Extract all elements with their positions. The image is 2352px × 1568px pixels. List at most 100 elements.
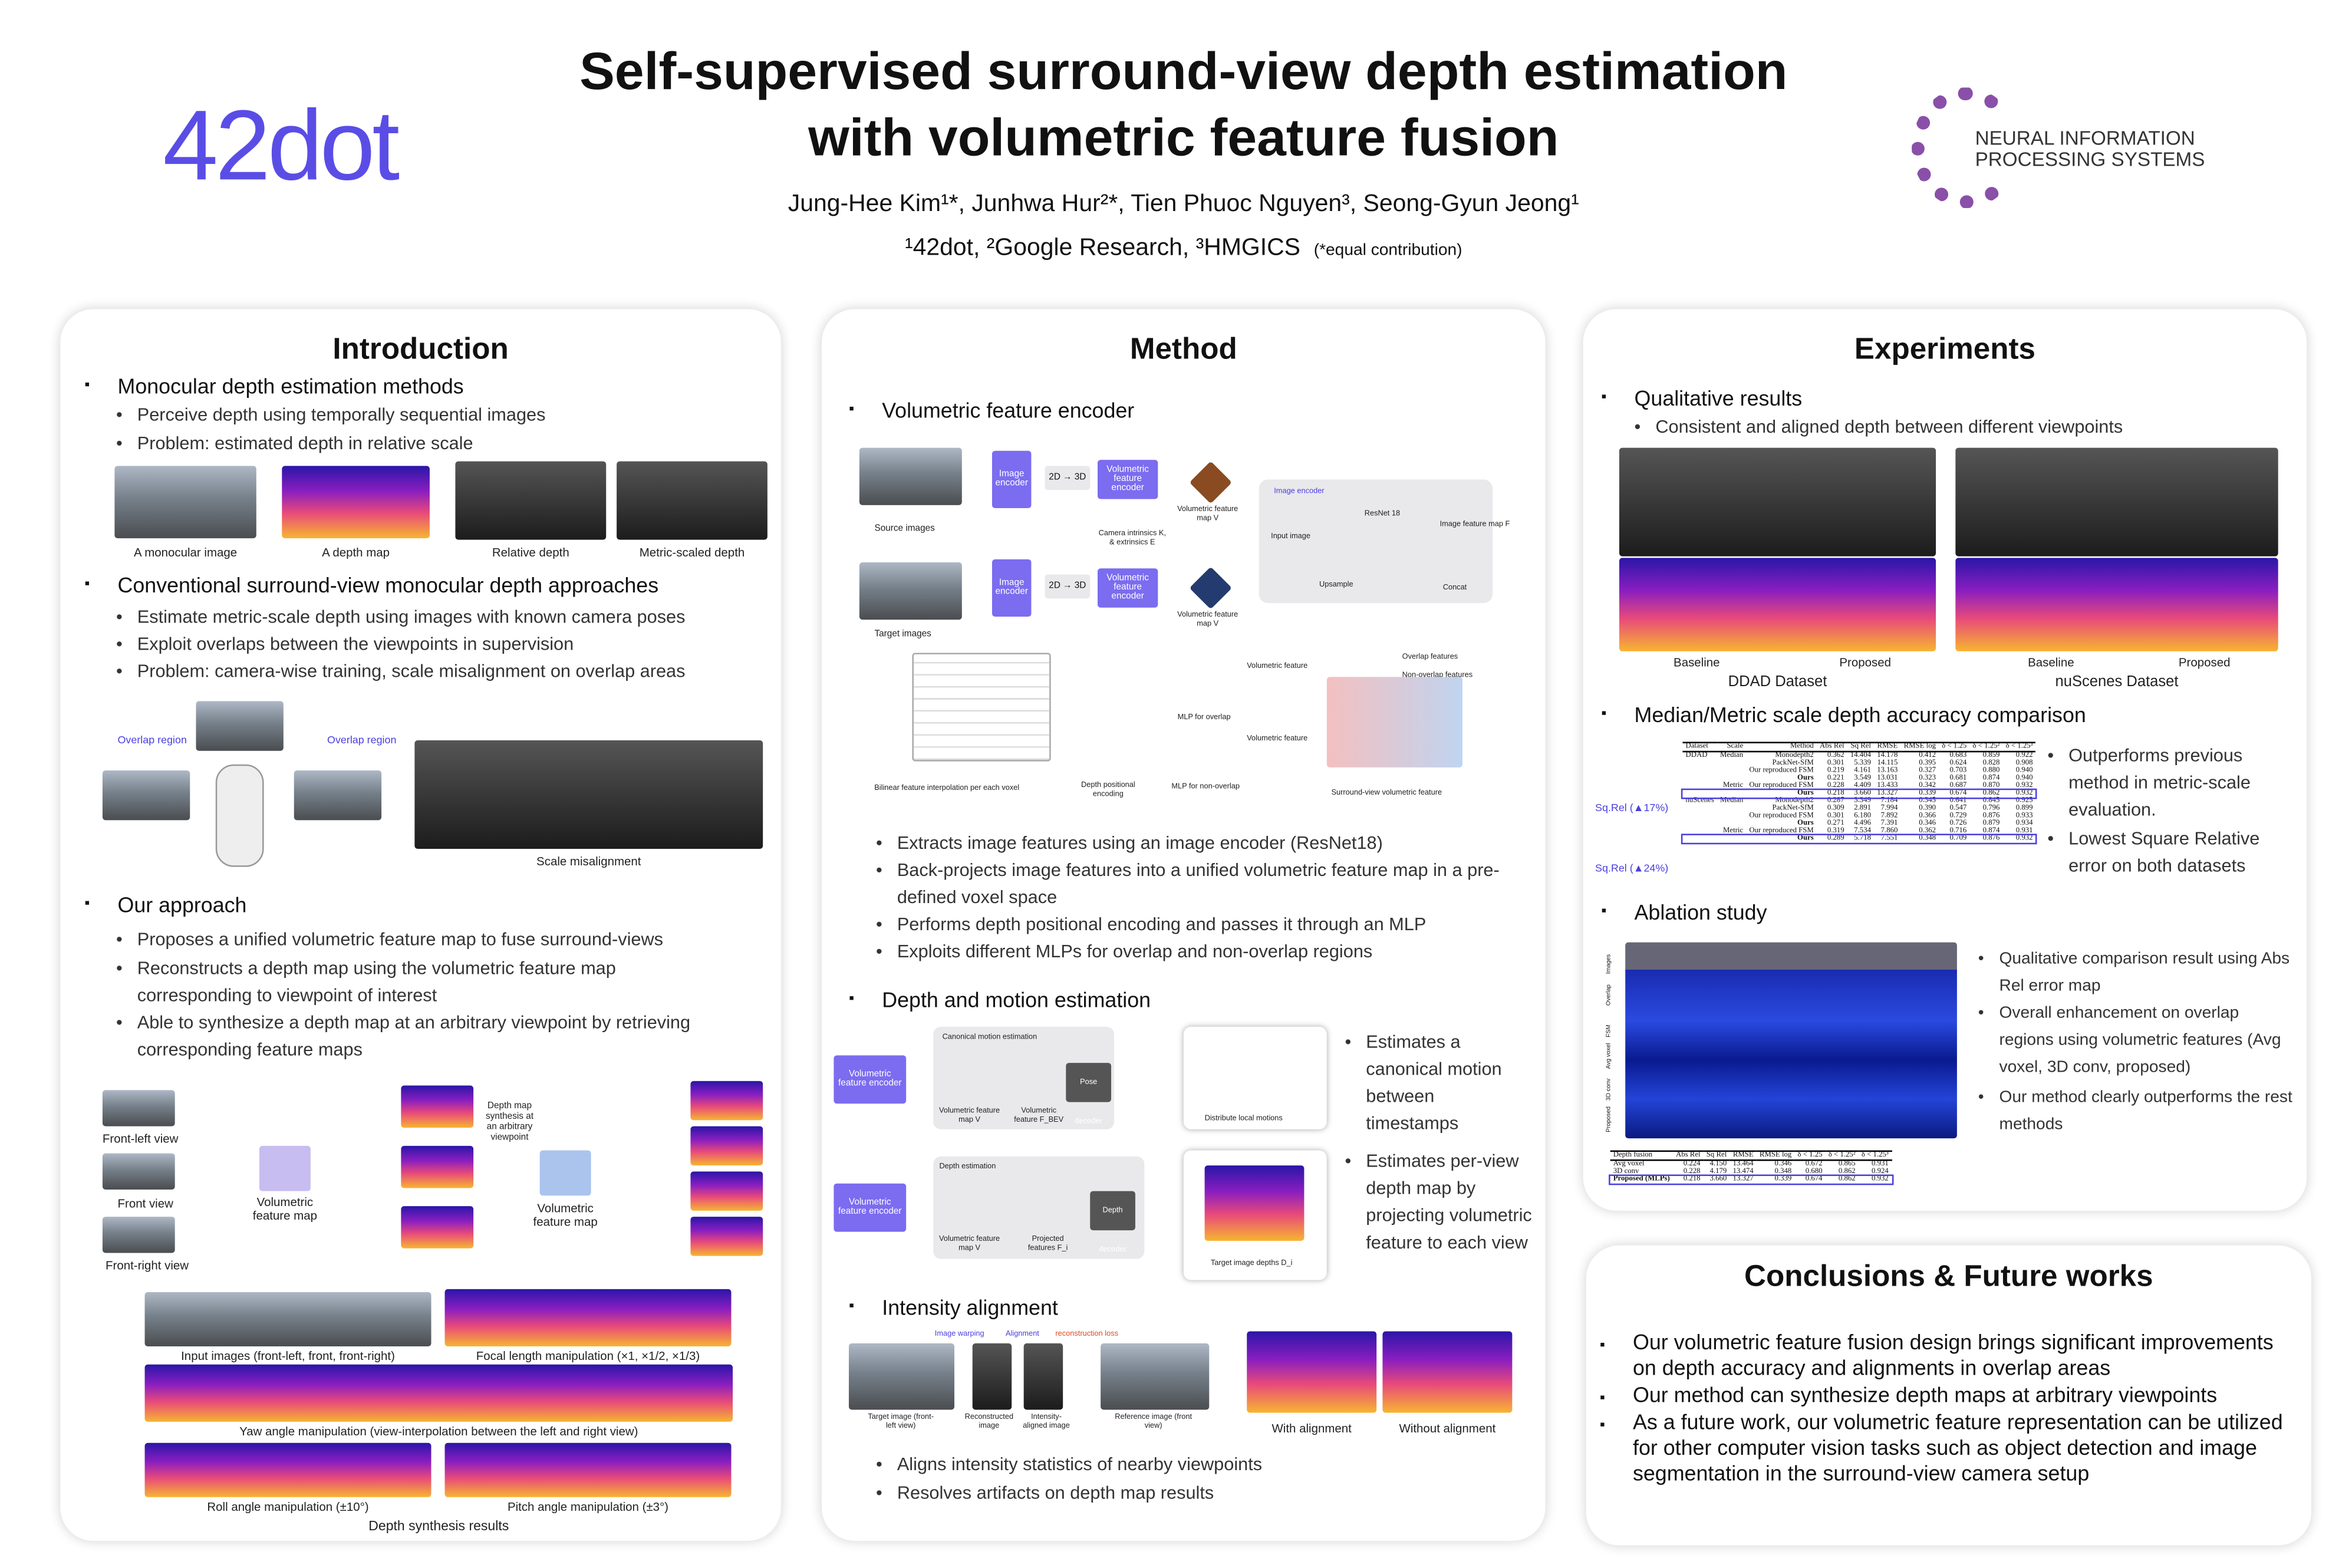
table-cell: 6.180 xyxy=(1854,812,1871,821)
table-cell xyxy=(1682,790,1717,798)
relative-depth-figure xyxy=(455,461,607,540)
table-cell: 0.859 xyxy=(1982,752,2000,760)
table-cell: Ours xyxy=(1797,775,1814,783)
poster-title: Self-supervised surround-view depth esti… xyxy=(452,39,1915,172)
table-cell: 0.931 xyxy=(2015,828,2033,835)
table-cell: 13.464 xyxy=(1732,1161,1754,1169)
method-panel: Method Volumetric feature encoder Source… xyxy=(821,309,1546,1541)
table-cell xyxy=(1682,820,1717,828)
synth-depth xyxy=(401,1085,474,1128)
table-header: Dataset xyxy=(1685,743,1708,751)
table-cell: 3.549 xyxy=(1854,775,1871,783)
affiliation-text: ¹42dot, ²Google Research, ³HMGICS xyxy=(905,235,1300,261)
caption: Baseline xyxy=(2028,655,2074,670)
bullet: Qualitative comparison result using Abs … xyxy=(1978,946,2294,1000)
caption: Roll angle manipulation (±10°) xyxy=(207,1500,369,1514)
table-cell xyxy=(1717,820,1746,828)
table-cell: 0.932 xyxy=(2015,790,2033,798)
neurips-logo: NEURAL INFORMATION PROCESSING SYSTEMS xyxy=(1912,87,2228,215)
table-cell: 3D conv xyxy=(1613,1168,1639,1177)
table-cell: 0.301 xyxy=(1827,812,1844,821)
table-cell: 0.940 xyxy=(2015,775,2033,783)
ablation-label: Proposed xyxy=(1604,1106,1612,1132)
caption: Canonical motion estimation xyxy=(942,1033,1037,1042)
table-cell: 0.390 xyxy=(1919,805,1936,813)
ablation-label: FSM xyxy=(1604,1025,1612,1037)
table-cell: Our reproduced FSM xyxy=(1749,828,1814,835)
table-header: δ < 1.25² xyxy=(1972,743,2000,751)
bullet: Aligns intensity statistics of nearby vi… xyxy=(876,1451,1262,1478)
caption: Volumetric feature F_BEV xyxy=(1014,1106,1064,1125)
table-cell: Monodepth2 xyxy=(1775,798,1814,805)
caption: Volumetric feature xyxy=(1247,661,1308,671)
table-cell xyxy=(1717,767,1746,775)
pitch-strip xyxy=(444,1442,732,1497)
table-cell: 0.726 xyxy=(1949,820,1967,828)
voxel-grid xyxy=(912,653,1051,762)
caption: Intensity-aligned image xyxy=(1023,1412,1070,1431)
table-cell: 0.547 xyxy=(1949,805,1967,813)
table-cell: Ours xyxy=(1797,820,1814,828)
ablation-label: Overlap xyxy=(1604,984,1612,1006)
table-cell: DDAD xyxy=(1685,752,1708,760)
caption: Volumetric feature map V xyxy=(939,1234,1000,1253)
table-cell: Avg voxel xyxy=(1613,1161,1645,1169)
sq-rel-note: Sq.Rel (▲24%) xyxy=(1595,864,1669,875)
caption: Upsample xyxy=(1319,580,1353,590)
table-cell: 0.641 xyxy=(1949,798,1967,805)
bullet: Exploits different MLPs for overlap and … xyxy=(876,938,1372,965)
table-cell: 0.932 xyxy=(1872,1176,1889,1184)
caption: MLP for overlap xyxy=(1177,713,1231,723)
bullet: Resolves artifacts on depth map results xyxy=(876,1479,1214,1506)
table-cell: 0.683 xyxy=(1949,752,1967,760)
image-encoder-block: Image encoder xyxy=(991,450,1032,508)
bullet: Problem: camera-wise training, scale mis… xyxy=(116,657,685,684)
table-header: Scale xyxy=(1727,743,1744,751)
table-cell: 13.433 xyxy=(1877,782,1898,790)
table-cell: 2.891 xyxy=(1854,805,1871,813)
caption: Concat xyxy=(1442,583,1467,593)
ddad-depth xyxy=(1619,558,1936,651)
bullet: Estimates per-view depth map by projecti… xyxy=(1345,1147,1534,1256)
table-cell xyxy=(1682,782,1717,790)
overlap-label: Overlap region xyxy=(117,736,187,747)
caption: Projected features F_i xyxy=(1027,1234,1068,1253)
caption: Image feature map F xyxy=(1439,520,1510,529)
bullet: Estimate metric-scale depth using images… xyxy=(116,603,685,630)
bullet: Estimates a canonical motion between tim… xyxy=(1345,1028,1531,1137)
input-image xyxy=(102,1090,175,1126)
table-cell: 13.031 xyxy=(1877,775,1898,783)
scale-misalignment-figure xyxy=(414,740,763,849)
table-cell: 0.218 xyxy=(1827,790,1844,798)
voxel-icon xyxy=(1189,461,1233,504)
caption: Volumetric feature xyxy=(1247,734,1308,743)
table-header: Sq Rel xyxy=(1706,1152,1727,1159)
table-cell xyxy=(1717,805,1746,813)
table-cell: 4.179 xyxy=(1709,1168,1727,1177)
table-cell: 0.865 xyxy=(1838,1161,1856,1169)
caption: Image warping xyxy=(934,1329,984,1339)
caption: Volumetric feature map V xyxy=(1177,610,1238,628)
table-cell: 0.345 xyxy=(1919,798,1936,805)
table-cell: 0.219 xyxy=(1827,767,1844,775)
table-cell: 4.161 xyxy=(1854,767,1871,775)
table-cell: 7.994 xyxy=(1880,805,1898,813)
table-cell: 3.660 xyxy=(1709,1176,1727,1184)
section-heading: Volumetric feature encoder xyxy=(849,398,1134,422)
table-cell: 7.892 xyxy=(1880,812,1898,821)
left-view-image xyxy=(102,770,190,821)
section-heading: Intensity alignment xyxy=(849,1295,1058,1319)
target-depth-image xyxy=(1204,1165,1305,1241)
volumetric-encoder-block: Volumetric feature encoder xyxy=(834,1055,907,1104)
table-cell: 0.674 xyxy=(1949,790,1967,798)
table-cell: 0.680 xyxy=(1805,1168,1823,1177)
table-cell: PackNet-SfM xyxy=(1772,760,1814,767)
table-cell: 0.224 xyxy=(1683,1161,1701,1169)
nuscenes-depth xyxy=(1955,558,2278,651)
table-cell: nuScenes xyxy=(1685,798,1714,805)
